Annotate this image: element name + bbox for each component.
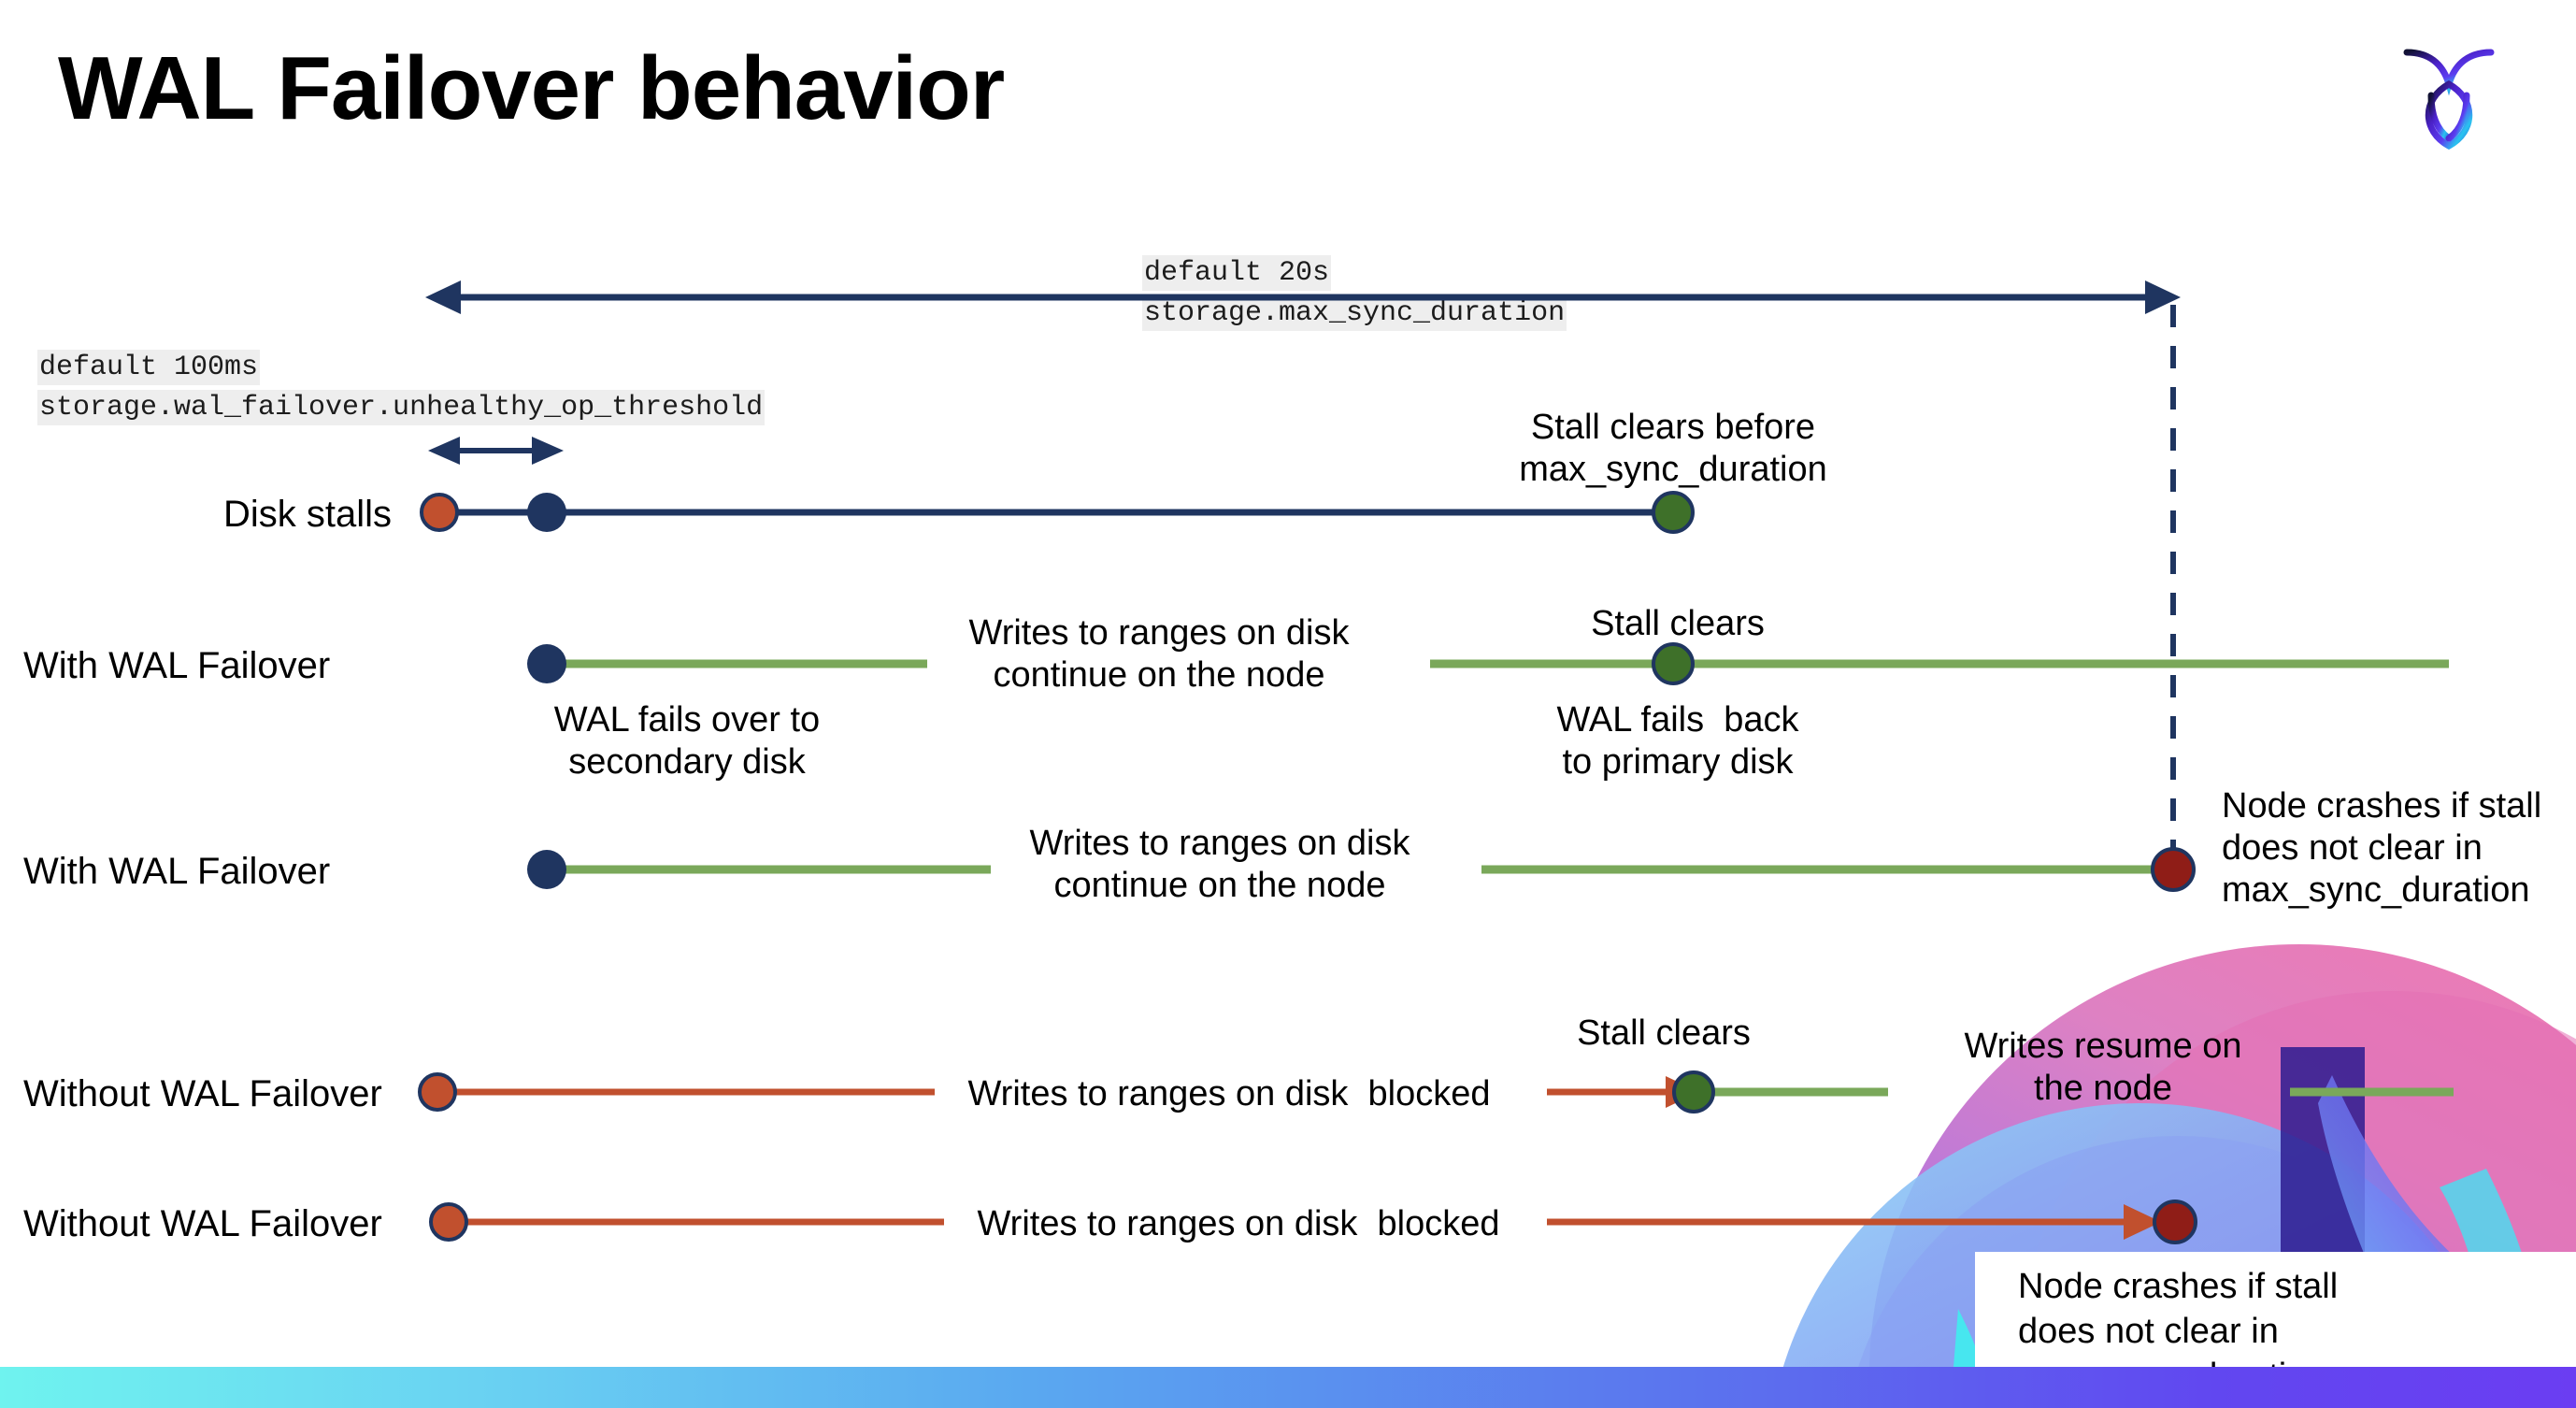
note-writes-continue-1: Writes to ranges on disk continue on the… <box>968 613 1350 695</box>
row-with-failover-1-track <box>527 642 2449 685</box>
note-stall-clears-before-max-sync: Stall clears before max_sync_duration <box>1519 408 1827 489</box>
unhealthy-threshold-arrow <box>428 437 564 465</box>
row-label-with-failover-2: With WAL Failover <box>23 851 331 892</box>
note-wal-fails-back: WAL fails back to primary disk <box>1556 700 1799 782</box>
cockroachdb-logo <box>2379 26 2519 157</box>
unhealthy-default-label: default 100ms <box>37 350 261 386</box>
row-label-without-failover-1: Without WAL Failover <box>23 1073 382 1114</box>
note-stall-clears-1: Stall clears <box>1591 604 1765 643</box>
row-label-without-failover-2: Without WAL Failover <box>23 1203 382 1244</box>
note-node-crashes-1: Node crashes if stall does not clear in … <box>2222 786 2542 910</box>
page-title: WAL Failover behavior <box>58 38 1005 138</box>
note-writes-blocked-2: Writes to ranges on disk blocked <box>977 1204 1500 1243</box>
max-sync-default-label: default 20s <box>1142 255 1332 292</box>
note-writes-blocked-1: Writes to ranges on disk blocked <box>967 1074 1491 1113</box>
unhealthy-setting-label: storage.wal_failover.unhealthy_op_thresh… <box>37 390 766 426</box>
row-label-disk-stalls: Disk stalls <box>223 494 393 535</box>
max-sync-setting-label: storage.max_sync_duration <box>1142 295 1567 332</box>
row-with-failover-2-track <box>527 847 2196 892</box>
note-writes-continue-2: Writes to ranges on disk continue on the… <box>1029 824 1410 905</box>
bottom-gradient-bar <box>0 1367 2576 1408</box>
max-sync-span-arrow <box>425 280 2181 314</box>
row-label-with-failover-1: With WAL Failover <box>23 645 331 686</box>
note-stall-clears-2: Stall clears <box>1577 1013 1751 1053</box>
note-wal-fails-over: WAL fails over to secondary disk <box>553 700 821 782</box>
row-disk-stalls-track <box>420 491 1695 534</box>
note-writes-resume: Writes resume on the node <box>1964 1027 2242 1108</box>
